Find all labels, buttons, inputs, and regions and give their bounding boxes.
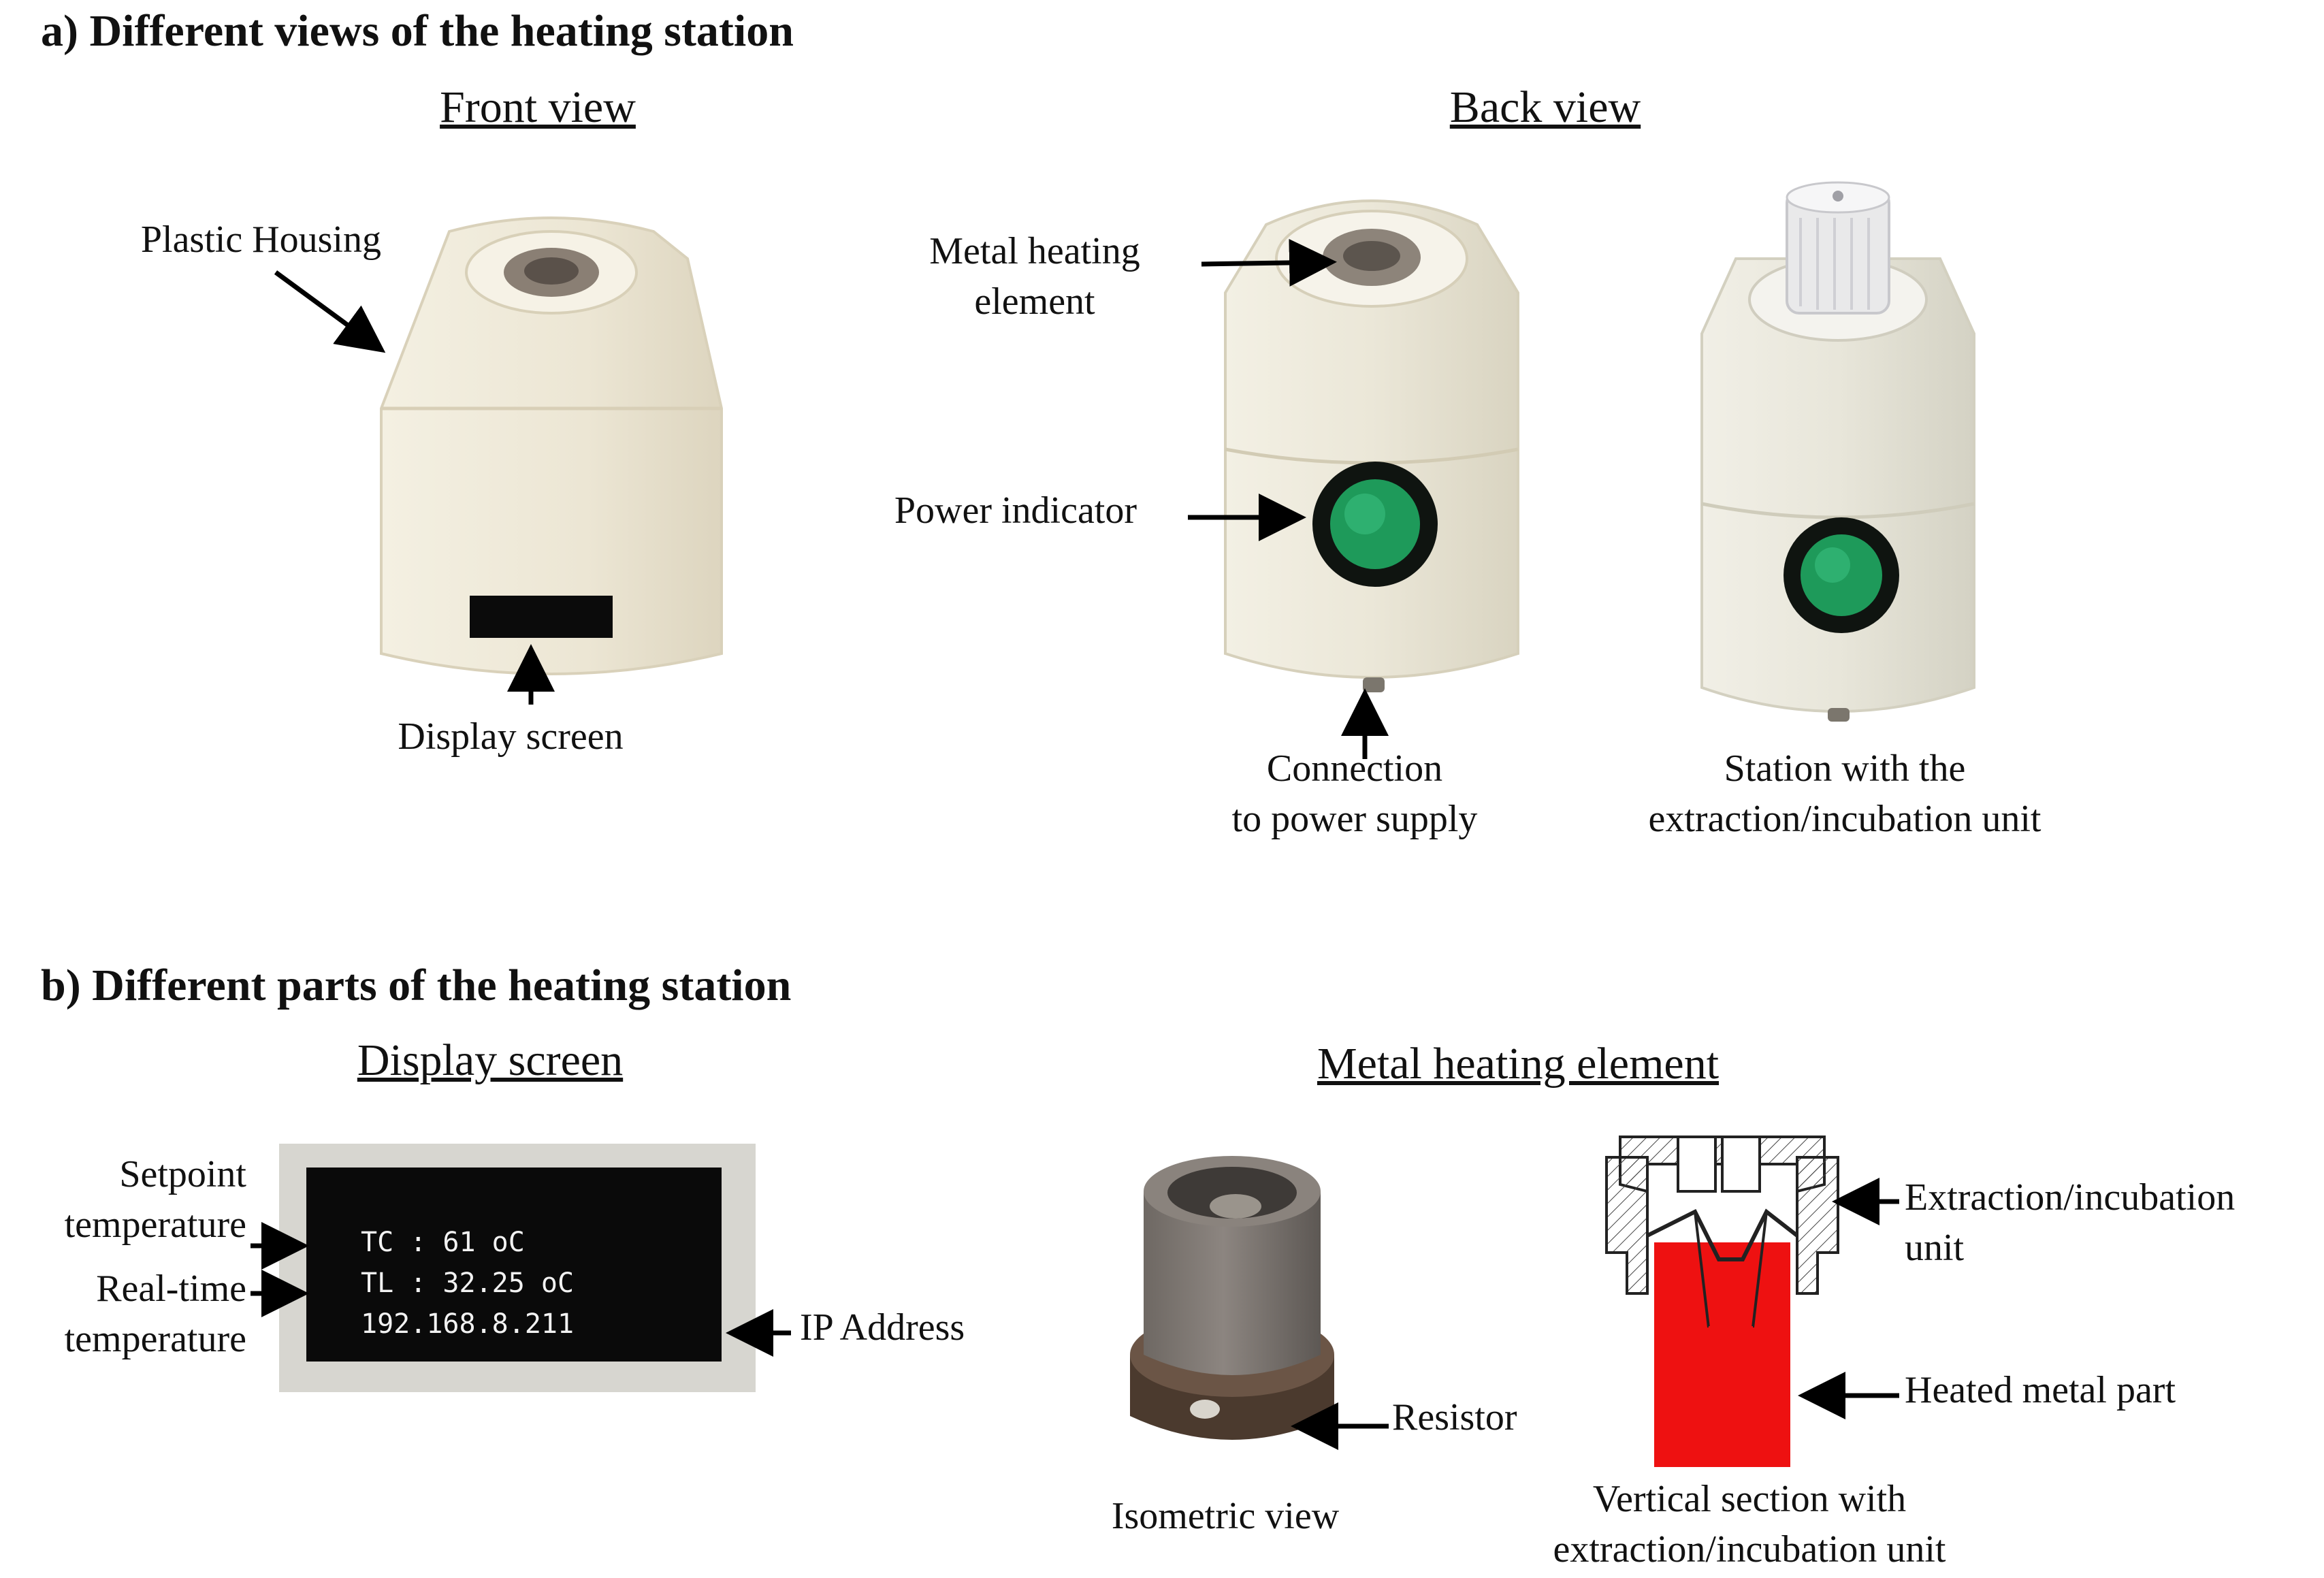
arrow-metal-heating bbox=[1201, 262, 1327, 264]
arrow-plastic-housing bbox=[276, 272, 378, 347]
